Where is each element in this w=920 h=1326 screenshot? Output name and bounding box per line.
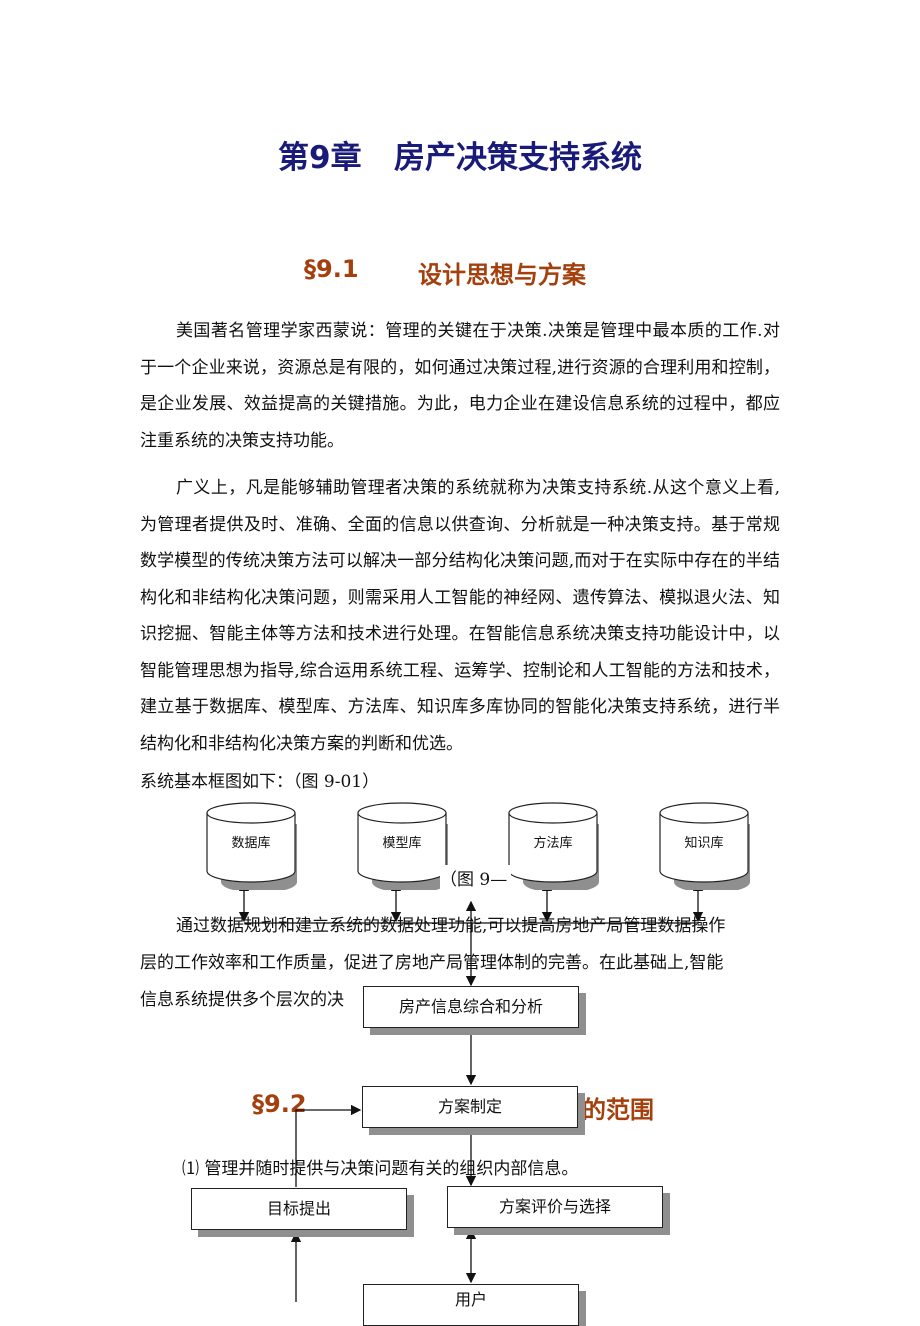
figure-caption: （图 9—: [440, 865, 512, 890]
list-item: ⑴ 管理并随时提供与决策问题有关的组织内部信息。: [182, 1159, 579, 1179]
method-base-cylinder: 方法库: [508, 802, 599, 890]
knowledge-base-label: 知识库: [684, 836, 724, 851]
knowledge-base-cylinder: 知识库: [659, 802, 750, 890]
chapter-title: 第9章 房产决策支持系统: [278, 140, 642, 176]
user-box: 用户: [363, 1284, 579, 1326]
user-box-label: 用户: [454, 1290, 487, 1309]
paragraph-line: 信息系统提供多个层次的决: [140, 990, 344, 1010]
analysis-box-label: 房产信息综合和分析: [398, 997, 543, 1016]
plan-box: 方案制定: [362, 1086, 578, 1128]
paragraph-line: 通过数据规划和建立系统的数据处理功能,可以提高房地产局管理数据操作: [176, 916, 726, 936]
database-cylinder: 数据库: [206, 802, 297, 890]
model-base-cylinder: 模型库: [357, 802, 448, 890]
section-title-tail: 的范围: [582, 1096, 654, 1124]
analysis-box: 房产信息综合和分析: [363, 986, 579, 1028]
section-number: §9.1: [304, 255, 359, 283]
evaluate-box: 方案评价与选择: [447, 1186, 663, 1228]
paragraph: 广义上，凡是能够辅助管理者决策的系统就称为决策支持系统.从这个意义上看,为管理者…: [140, 478, 780, 754]
section-title: 设计思想与方案: [418, 261, 586, 289]
evaluate-box-label: 方案评价与选择: [498, 1197, 611, 1216]
section-number: §9.2: [252, 1090, 307, 1118]
paragraph: 美国著名管理学家西蒙说：管理的关键在于决策.决策是管理中最本质的工作.对于一个企…: [140, 321, 780, 451]
method-base-label: 方法库: [533, 836, 573, 851]
goal-box-label: 目标提出: [266, 1199, 331, 1218]
goal-to-plan-arrow: [295, 1104, 362, 1187]
database-label: 数据库: [231, 836, 271, 851]
goal-box: 目标提出: [191, 1188, 407, 1230]
plan-box-label: 方案制定: [437, 1097, 502, 1116]
figure-intro: 系统基本框图如下：（图 9-01）: [140, 772, 380, 792]
model-base-label: 模型库: [382, 836, 422, 851]
paragraph-line: 层的工作效率和工作质量，促进了房地产局管理体制的完善。在此基础上,智能: [140, 953, 724, 973]
